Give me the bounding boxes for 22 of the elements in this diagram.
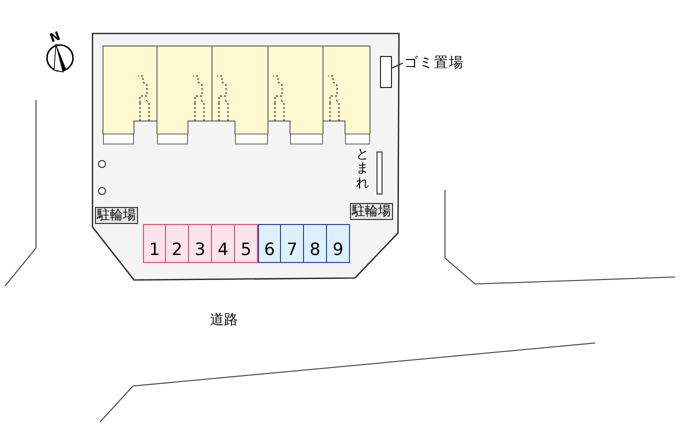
parking-space: 6: [258, 224, 281, 263]
parking-space: 9: [327, 224, 350, 263]
parking-space: 7: [281, 224, 304, 263]
parking-space: 4: [212, 224, 235, 263]
apartment-unit: [323, 46, 370, 145]
stop-marking: とまれ: [356, 148, 369, 191]
parking-space: 2: [166, 224, 189, 263]
parking-space: 3: [189, 224, 212, 263]
apartment-unit: [157, 46, 212, 145]
apartment-unit: [212, 46, 268, 145]
parking-space: 1: [143, 224, 166, 263]
parking-space: 8: [304, 224, 327, 263]
garbage-storage-box: [380, 56, 392, 88]
bicycle-parking-label: 駐輪場: [350, 203, 393, 220]
parking-space: 5: [235, 224, 258, 263]
apartment-unit: [103, 46, 157, 145]
north-label: N: [48, 28, 62, 46]
area-label: ゴミ置場: [404, 53, 470, 73]
leader-line: [392, 62, 404, 68]
bicycle-parking-label: 駐輪場: [95, 207, 138, 224]
road-label: 道路: [210, 311, 238, 329]
apartment-unit: [268, 46, 323, 145]
